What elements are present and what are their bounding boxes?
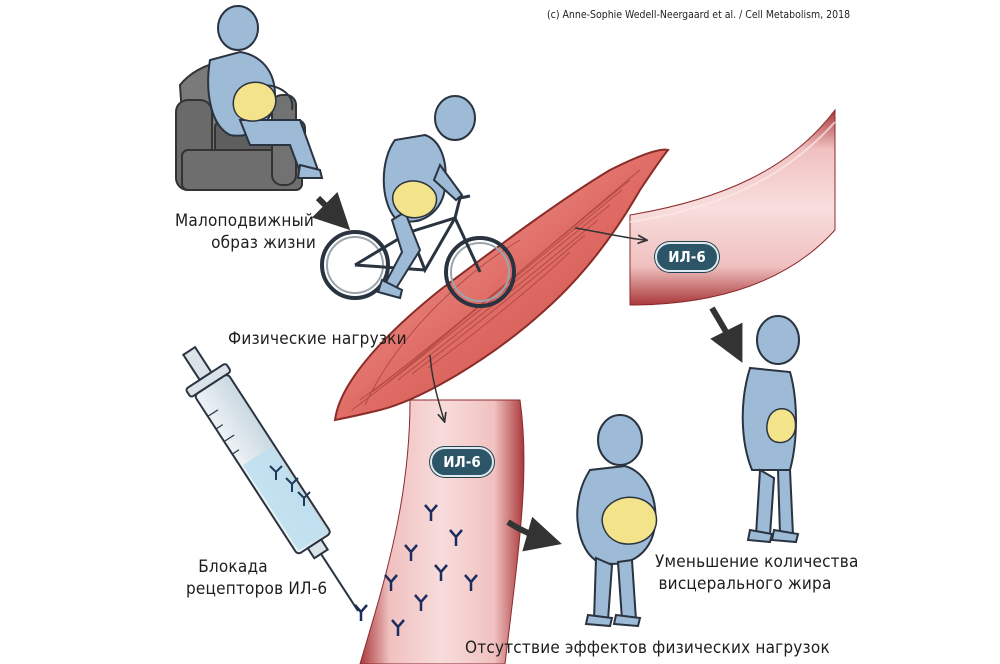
- source-credit: (c) Anne-Sophie Wedell-Neergaard et al. …: [547, 8, 851, 21]
- muscle-icon: [333, 148, 670, 422]
- il6-badge-bottom: ИЛ-6: [430, 447, 494, 477]
- label-sedentary-line1: Малоподвижный: [175, 211, 314, 231]
- arrow-muscle-to-vessel-bottom: [429, 354, 444, 420]
- visceral-fat-sedentary: [232, 81, 277, 122]
- blood-vessel-bottom: [359, 399, 525, 664]
- visceral-fat-reduced: [766, 408, 797, 444]
- blood-vessel-top: [629, 108, 836, 306]
- label-blockade-line1: Блокада: [198, 557, 268, 577]
- arrow-vessel-to-unchanged: [506, 516, 562, 552]
- label-sedentary-line2: образ жизни: [211, 233, 316, 253]
- label-reduction: Уменьшение количества висцерального жира: [655, 551, 859, 595]
- label-exercise: Физические нагрузки: [228, 329, 407, 349]
- flow-arrows: [311, 191, 743, 552]
- visceral-fat-unchanged: [601, 496, 658, 545]
- visceral-fat-cyclist: [392, 180, 438, 219]
- antibody-in-syringe: [269, 465, 311, 506]
- bicycle-icon: [320, 194, 516, 308]
- label-reduction-line1: Уменьшение количества: [655, 552, 859, 572]
- syringe-icon: [181, 345, 359, 612]
- label-reduction-line2: висцерального жира: [658, 574, 832, 594]
- label-blockade: Блокада рецепторов ИЛ-6: [186, 556, 328, 600]
- arrow-sedentary-to-exercise: [311, 191, 351, 231]
- arrow-vessel-to-lean: [709, 306, 743, 363]
- arrow-muscle-to-vessel-top: [574, 227, 645, 240]
- label-no-effect: Отсутствие эффектов физических нагрузок: [465, 638, 830, 658]
- label-sedentary: Малоподвижный образ жизни: [175, 210, 316, 254]
- il6-badge-top: ИЛ-6: [655, 242, 719, 272]
- label-blockade-line2: рецепторов ИЛ-6: [186, 579, 328, 599]
- antibodies-in-vessel: [354, 504, 478, 636]
